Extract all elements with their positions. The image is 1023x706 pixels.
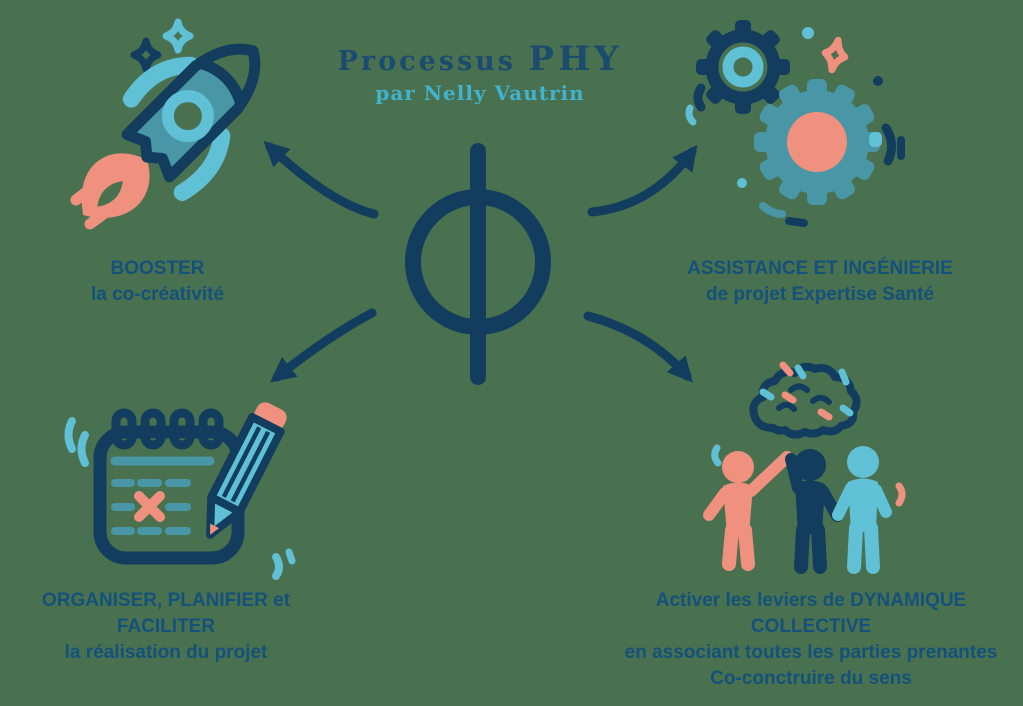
dot-decor	[737, 178, 747, 188]
gears-icon	[685, 20, 905, 227]
confetti-decor	[759, 388, 775, 401]
label-organiser: ORGANISER, PLANIFIER et FACILITER la réa…	[0, 588, 332, 666]
arrow-top-left	[263, 140, 379, 219]
page-title: Processus PHY par Nelly Vautrin	[280, 42, 680, 105]
label-booster: BOOSTER la co-créativité	[35, 256, 280, 308]
title-text: Processus PHY	[280, 42, 680, 77]
dash-decor	[693, 83, 706, 112]
dash-decor	[272, 553, 283, 580]
dot-decor	[802, 27, 814, 39]
arrow-bottom-right	[583, 311, 693, 383]
label-line: en associant toutes les parties prenante…	[624, 642, 998, 663]
arrow-top-right	[587, 144, 698, 217]
label-assistance: ASSISTANCE ET INGÉNIERIE de projet Exper…	[670, 256, 970, 308]
spiral-rings	[111, 408, 224, 450]
title-accent: PHY	[528, 39, 623, 79]
person-salmon	[703, 451, 793, 571]
porthole	[161, 90, 214, 143]
confetti-decor	[839, 404, 854, 417]
pencil	[206, 402, 287, 539]
label-line: la réalisation du projet	[64, 642, 268, 663]
rocket-body	[81, 43, 261, 218]
x-mark	[134, 491, 165, 522]
label-dynamique: Activer les leviers de DYNAMIQUE COLLECT…	[602, 588, 1020, 692]
calendar-pencil-icon	[64, 402, 296, 580]
small-gear	[696, 20, 790, 114]
speed-line	[84, 190, 134, 230]
label-line: ASSISTANCE ET INGÉNIERIE	[687, 258, 953, 279]
dash-decor	[881, 123, 896, 166]
title-main: Processus	[337, 46, 516, 77]
label-line: Co-conctruire du sens	[710, 668, 912, 689]
squiggle-decor	[77, 431, 89, 467]
label-line: ORGANISER, PLANIFIER et FACILITER	[41, 590, 291, 637]
dash-decor	[711, 444, 722, 467]
confetti-decor	[779, 361, 794, 377]
large-gear	[754, 79, 880, 205]
confetti-decor	[781, 391, 797, 404]
dash-decor	[895, 482, 906, 507]
label-line: de projet Expertise Santé	[705, 284, 935, 305]
confetti-decor	[817, 408, 833, 421]
person-navy	[785, 449, 843, 574]
dash-decor	[759, 202, 786, 218]
calendar-dashes	[111, 479, 191, 535]
person-teal	[832, 446, 892, 574]
phi-symbol	[405, 143, 551, 385]
confetti-decor	[838, 368, 850, 386]
sparkle-icon	[821, 36, 849, 74]
label-line: Activer les leviers de DYNAMIQUE COLLECT…	[655, 590, 967, 637]
dot-decor	[873, 76, 883, 86]
dash-decor	[685, 104, 697, 126]
sparkle-icon	[130, 37, 162, 73]
subtitle-text: par Nelly Vautrin	[375, 81, 585, 105]
confetti-decor	[794, 364, 807, 380]
team-brainstorm-icon	[703, 361, 906, 574]
label-line: BOOSTER	[110, 258, 205, 279]
dash-decor	[285, 548, 296, 565]
squiggle-decor	[64, 417, 76, 453]
dash-decor	[869, 132, 882, 147]
label-line: la co-créativité	[90, 284, 225, 305]
speed-line	[70, 169, 114, 206]
sparkle-icon	[162, 18, 194, 54]
arrow-bottom-left	[270, 308, 377, 383]
dash-decor	[785, 217, 808, 227]
rocket-icon	[70, 18, 261, 230]
